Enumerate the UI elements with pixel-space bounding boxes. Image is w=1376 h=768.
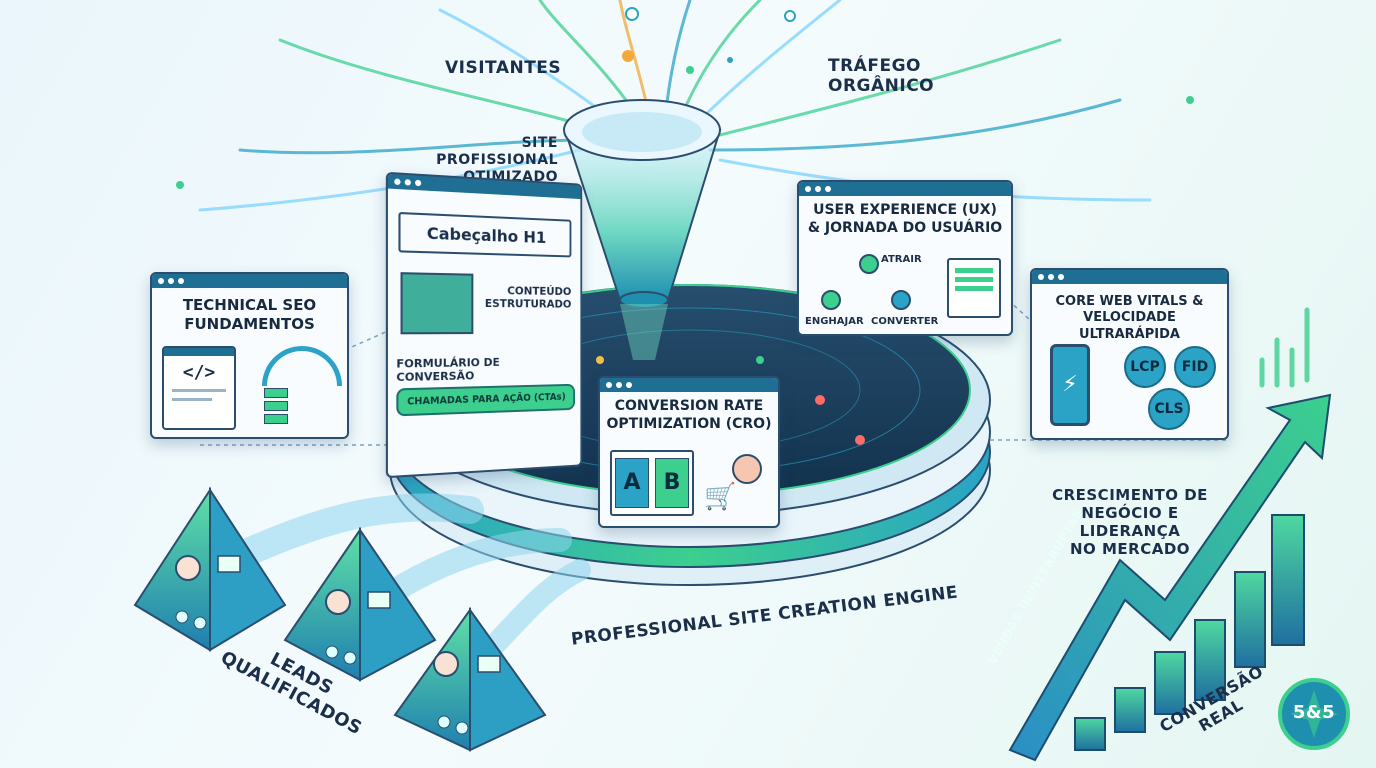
- variant-b-label: B: [655, 458, 689, 508]
- ab-test-panel: A B: [610, 450, 694, 516]
- core-web-vitals-title: CORE WEB VITALS & VELOCIDADE ULTRARÁPIDA: [1032, 294, 1227, 343]
- user-icon: [821, 290, 841, 310]
- cro-card: CONVERSION RATE OPTIMIZATION (CRO) A B 🛒: [598, 376, 780, 528]
- conversion-form-text: FORMULÁRIO DE CONVERSÃO: [396, 355, 573, 384]
- visitantes-label: VISITANTES: [445, 58, 561, 78]
- cro-title: CONVERSION RATE OPTIMIZATION (CRO): [600, 398, 778, 433]
- h1-heading-block: Cabeçalho H1: [398, 212, 571, 257]
- fid-badge: FID: [1174, 346, 1216, 388]
- ux-journey-card: USER EXPERIENCE (UX) & JORNADA DO USUÁRI…: [797, 180, 1013, 336]
- checklist-icon: [947, 258, 1001, 318]
- shopping-cart-icon: 🛒: [704, 484, 736, 510]
- cta-button[interactable]: CHAMADAS PARA AÇÃO (CTAs): [396, 384, 575, 417]
- list-stack-icon: [264, 388, 288, 424]
- variant-a-label: A: [615, 458, 649, 508]
- speed-gauge-icon: [262, 346, 342, 386]
- brand-badge-text: 5&5: [1289, 702, 1339, 724]
- cls-badge: CLS: [1148, 388, 1190, 430]
- engajar-step: ENGHAJAR: [805, 316, 864, 327]
- atrair-step: ATRAIR: [881, 254, 922, 265]
- technical-seo-title: TECHNICAL SEO FUNDAMENTOS: [152, 296, 347, 334]
- code-window-icon: </>: [162, 346, 236, 430]
- avatar-icon: [732, 454, 762, 484]
- check-circle-icon: [891, 290, 911, 310]
- core-web-vitals-card: CORE WEB VITALS & VELOCIDADE ULTRARÁPIDA…: [1030, 268, 1229, 440]
- landing-page-mockup: Cabeçalho H1 CONTEÚDO ESTRUTURADO FORMUL…: [386, 172, 582, 478]
- image-placeholder: [401, 272, 474, 334]
- code-brackets-text: </>: [164, 362, 234, 383]
- converter-step: CONVERTER: [871, 316, 938, 327]
- trafego-organico-label: TRÁFEGO ORGÂNICO: [828, 56, 934, 97]
- lcp-badge: LCP: [1124, 346, 1166, 388]
- lead-pyramid: [285, 530, 435, 680]
- technical-seo-card: TECHNICAL SEO FUNDAMENTOS </>: [150, 272, 349, 439]
- structured-content-text: CONTEÚDO ESTRUTURADO: [479, 284, 571, 311]
- mobile-bolt-icon: ⚡: [1050, 344, 1090, 426]
- lead-pyramid: [135, 490, 285, 650]
- ux-title: USER EXPERIENCE (UX) & JORNADA DO USUÁRI…: [799, 202, 1011, 237]
- user-icon: [859, 254, 879, 274]
